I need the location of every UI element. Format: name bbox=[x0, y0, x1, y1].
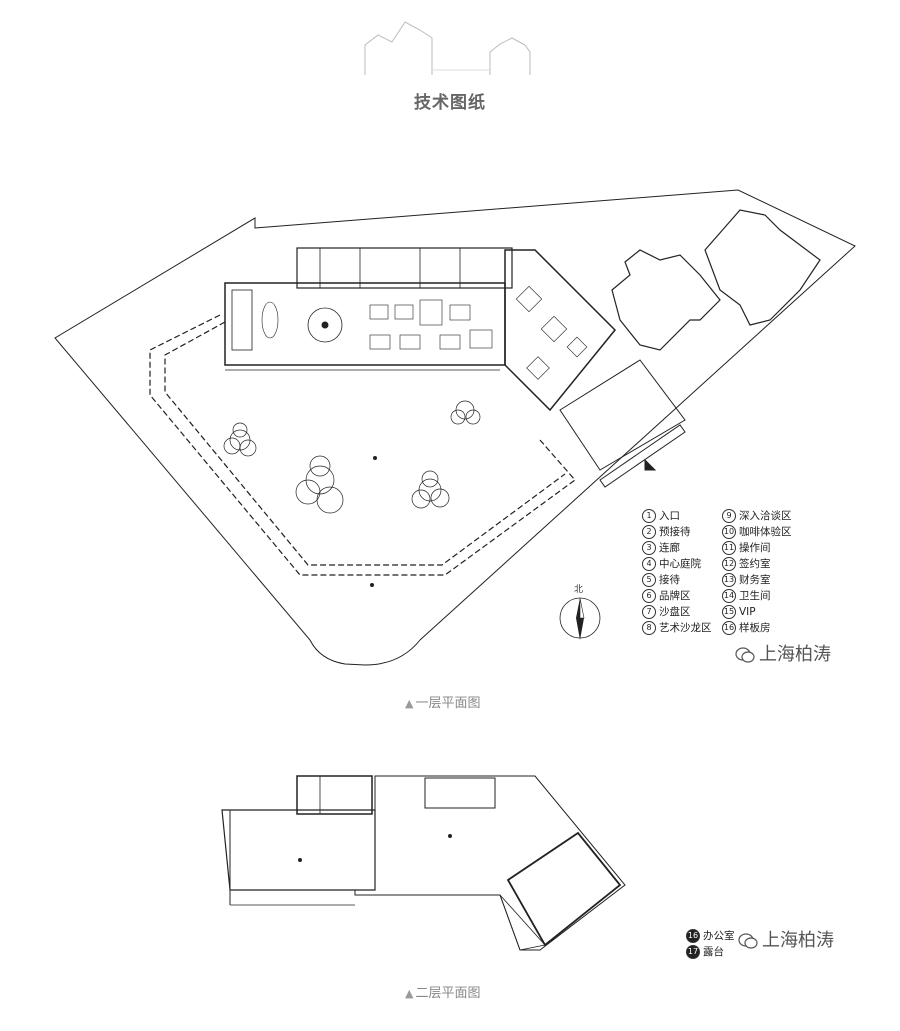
stair-core bbox=[296, 775, 373, 815]
wechat-icon bbox=[738, 933, 758, 949]
building-east-wing bbox=[504, 249, 617, 412]
legend-label: 连廊 bbox=[659, 542, 680, 554]
legend-number: 17 bbox=[686, 945, 700, 959]
tree-icons bbox=[223, 400, 481, 514]
legend-label: 入口 bbox=[659, 510, 680, 522]
upper-roof-outline bbox=[354, 775, 626, 951]
legend-number: 16 bbox=[686, 929, 700, 943]
legend-label: 签约室 bbox=[739, 558, 771, 570]
legend-number: 5 bbox=[642, 573, 656, 587]
legend-number: 9 bbox=[722, 509, 736, 523]
wechat-icon bbox=[735, 647, 755, 663]
legend-label: 沙盘区 bbox=[659, 606, 691, 618]
caption-floor-1: ▲一层平面图 bbox=[405, 692, 480, 711]
legend-number: 15 bbox=[722, 605, 736, 619]
office-block-west bbox=[221, 809, 376, 891]
caption-text: 一层平面图 bbox=[415, 696, 481, 711]
legend-number: 12 bbox=[722, 557, 736, 571]
legend-number: 2 bbox=[642, 525, 656, 539]
sample-house-2 bbox=[704, 209, 821, 326]
north-arrow-icon bbox=[559, 597, 601, 640]
legend-label: 咖啡体验区 bbox=[739, 526, 792, 538]
legend-number: 7 bbox=[642, 605, 656, 619]
service-block bbox=[296, 247, 513, 289]
watermark-floor-2: 上海柏涛 bbox=[738, 926, 834, 952]
header-skyline-icon bbox=[364, 21, 531, 75]
legend-label: VIP bbox=[739, 606, 756, 618]
legend-number: 16 bbox=[722, 621, 736, 635]
sand-table bbox=[307, 307, 343, 343]
sample-house-1 bbox=[611, 249, 721, 351]
legend-label: 财务室 bbox=[739, 574, 771, 586]
legend-number: 4 bbox=[642, 557, 656, 571]
watermark-floor-1: 上海柏涛 bbox=[735, 640, 831, 666]
legend-number: 6 bbox=[642, 589, 656, 603]
building-west-wing bbox=[224, 282, 506, 366]
legend-label: 接待 bbox=[659, 574, 680, 586]
caption-floor-2: ▲二层平面图 bbox=[405, 982, 480, 1001]
watermark-text: 上海柏涛 bbox=[759, 644, 831, 665]
legend-label: 预接待 bbox=[659, 526, 691, 538]
legend-number: 8 bbox=[642, 621, 656, 635]
caption-triangle-icon: ▲ bbox=[405, 697, 414, 710]
entrance-pavilion bbox=[559, 359, 686, 471]
legend-label: 深入洽谈区 bbox=[739, 510, 792, 522]
watermark-text: 上海柏涛 bbox=[762, 930, 834, 951]
site-boundary bbox=[54, 189, 856, 666]
inner-path-dashed bbox=[149, 314, 576, 576]
legend-number: 11 bbox=[722, 541, 736, 555]
legend-number: 3 bbox=[642, 541, 656, 555]
legend-label: 卫生间 bbox=[739, 590, 771, 602]
terrace-box bbox=[424, 777, 496, 809]
floor-plan-1 bbox=[54, 189, 856, 666]
legend-label: 操作间 bbox=[739, 542, 771, 554]
office-block-east bbox=[506, 831, 622, 947]
north-label: 北 bbox=[574, 585, 584, 595]
page-title: 技术图纸 bbox=[414, 93, 486, 113]
legend-number: 10 bbox=[722, 525, 736, 539]
floor-plan-2 bbox=[221, 775, 626, 951]
legend-number: 1 bbox=[642, 509, 656, 523]
legend-label: 露台 bbox=[703, 946, 724, 958]
legend-label: 艺术沙龙区 bbox=[659, 622, 712, 634]
legend-label: 品牌区 bbox=[659, 590, 691, 602]
legend-label: 样板房 bbox=[739, 622, 771, 634]
legend-label: 中心庭院 bbox=[659, 558, 701, 570]
legend-label: 办公室 bbox=[703, 930, 735, 942]
caption-text: 二层平面图 bbox=[415, 986, 481, 1001]
legend-number: 14 bbox=[722, 589, 736, 603]
caption-triangle-icon: ▲ bbox=[405, 987, 414, 1000]
legend-number: 13 bbox=[722, 573, 736, 587]
